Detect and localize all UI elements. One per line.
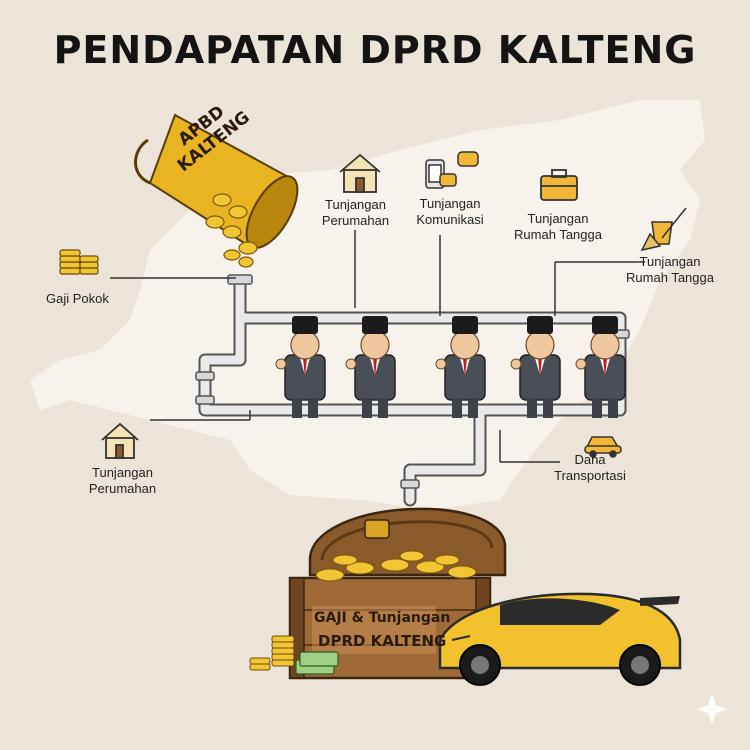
official-figure <box>275 316 326 418</box>
label-tunjangan-perumahan-top: Tunjangan Perumahan <box>321 197 390 228</box>
official-figure <box>345 316 396 418</box>
coins-and-cash <box>249 635 339 675</box>
label-tunjangan-rumah-tangga-2: Tunjangan Rumah Tangga <box>626 254 714 285</box>
briefcase-icon <box>540 169 578 201</box>
apbd-bucket <box>134 113 299 268</box>
house-icon-bottom <box>101 422 139 459</box>
official-figure <box>435 316 486 418</box>
sports-car <box>438 592 682 686</box>
phone-chat-icon <box>425 151 479 189</box>
label-tunjangan-perumahan-bottom: Tunjangan Perumahan <box>88 465 157 496</box>
label-dana-transportasi: Dana Transportasi <box>554 452 626 483</box>
chest-label-line2: DPRD KALTENG <box>318 632 447 650</box>
officials <box>275 316 626 418</box>
chest-label-line1: GAJI & Tunjangan <box>314 610 451 626</box>
connector-lines <box>110 230 645 463</box>
house-icon <box>339 153 381 193</box>
coin-stack-icon <box>59 249 99 275</box>
page-title: PENDAPATAN DPRD KALTENG <box>53 28 697 72</box>
label-gaji-pokok: Gaji Pokok <box>46 291 109 306</box>
label-tunjangan-komunikasi: Tunjangan Komunikasi <box>416 196 484 227</box>
official-figure <box>510 316 561 418</box>
car-icon <box>584 436 622 458</box>
treasure-chest <box>288 507 507 680</box>
official-figure <box>575 316 626 418</box>
sparkle-icon <box>696 693 728 725</box>
label-tunjangan-rumah-tangga-1: Tunjangan Rumah Tangga <box>514 211 602 242</box>
bucket-broom-icon <box>640 207 687 252</box>
